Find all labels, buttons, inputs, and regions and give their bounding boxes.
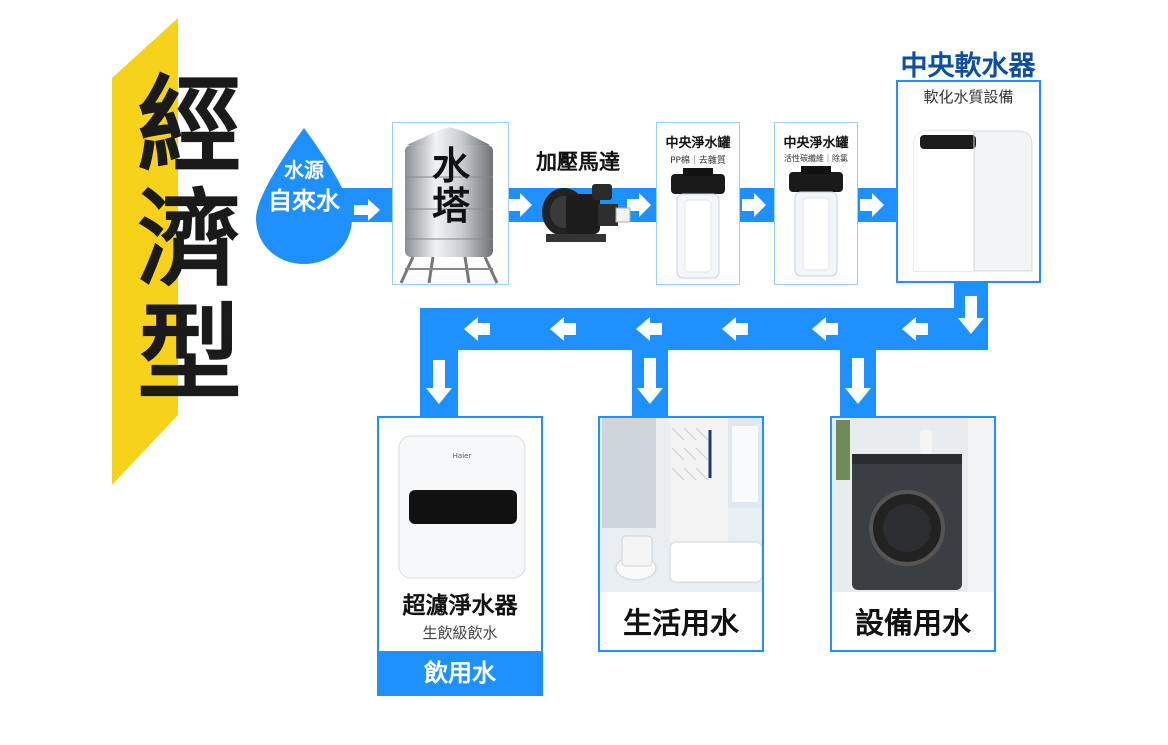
- pump-image: [542, 184, 631, 242]
- page-title-text: 經濟型: [119, 70, 241, 412]
- living-water-card: 生活用水: [598, 416, 764, 652]
- softener-image: [913, 130, 1033, 272]
- source-line1: 水源: [284, 158, 324, 182]
- water-tank-line2: 塔: [431, 184, 470, 228]
- water-tank-image: [399, 127, 499, 284]
- drinking-tag: 飲用水: [377, 651, 543, 696]
- drinking-subtitle: 生飲級飲水: [422, 624, 498, 642]
- softener-card: 軟化水質設備: [896, 80, 1041, 283]
- water-tank-line1: 水: [431, 144, 470, 188]
- filter1-title: 中央淨水罐: [665, 136, 731, 151]
- appliance-water-card: 設備用水: [830, 416, 996, 652]
- drinking-title: 超濾淨水器: [402, 593, 518, 619]
- filter1-image: [671, 168, 725, 279]
- water-drop-icon: [256, 128, 352, 264]
- softener-subtitle: 軟化水質設備: [923, 88, 1014, 106]
- source-line2: 自來水: [268, 187, 340, 215]
- appliance-label: 設備用水: [854, 606, 971, 640]
- drinking-water-card: Haier 超濾淨水器 生飲級飲水 飲用水: [377, 416, 543, 696]
- arrow-left-icon: [464, 317, 928, 341]
- bathroom-image: [600, 418, 762, 592]
- pump-label: 加壓馬達: [536, 150, 620, 174]
- source-label: 水源 自來水: [256, 158, 352, 216]
- purifier-brand: Haier: [453, 452, 472, 460]
- yellow-banner: [112, 18, 178, 485]
- page-title: 經濟型: [119, 70, 241, 435]
- water-tank-card: [392, 122, 509, 285]
- filter2-image: [789, 166, 843, 277]
- filter2-card: 中央淨水罐 活性碳纖維｜除氯: [774, 122, 858, 285]
- arrow-right-icon: [354, 199, 380, 221]
- arrow-down-icon: [426, 296, 984, 404]
- washing-machine-image: [832, 418, 994, 592]
- filter2-title: 中央淨水罐: [783, 136, 849, 151]
- filter2-subtitle: 活性碳纖維｜除氯: [784, 154, 848, 163]
- purifier-image: Haier: [398, 435, 526, 579]
- living-label: 生活用水: [622, 606, 739, 640]
- softener-title: 中央軟水器: [900, 51, 1036, 82]
- arrow-right-icon: [508, 193, 884, 217]
- filter1-subtitle: PP棉｜去雜質: [670, 156, 726, 166]
- filter1-card: 中央淨水罐 PP棉｜去雜質: [656, 122, 740, 285]
- water-tank-label: 水 塔: [428, 146, 474, 226]
